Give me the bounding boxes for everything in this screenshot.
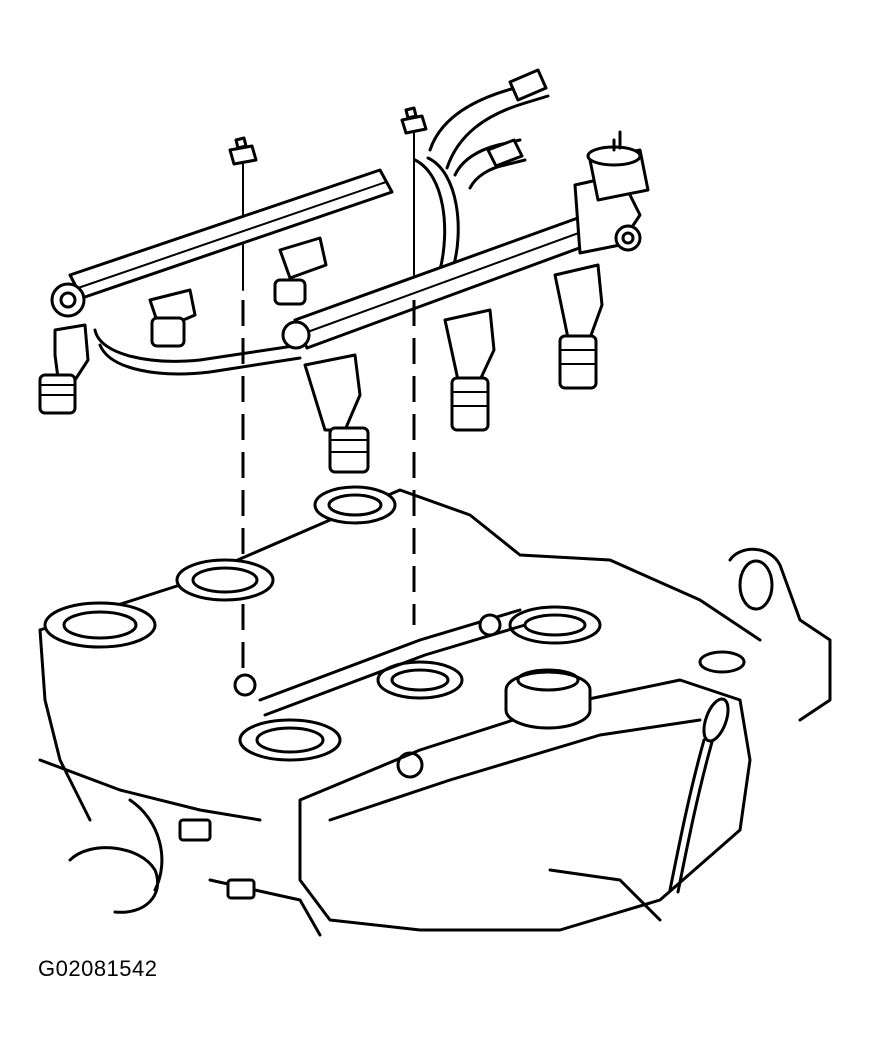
- engine-lift-bracket: [728, 547, 832, 722]
- fuel-lines: [428, 68, 550, 190]
- oil-filler-cap: [504, 650, 746, 730]
- fuel-crossover-tube: [93, 156, 460, 376]
- fuel-injector-6: [553, 263, 604, 390]
- fuel-pressure-regulator: [586, 130, 650, 202]
- engine-block-lower: [38, 758, 662, 937]
- fuel-injector-4: [303, 353, 370, 474]
- mounting-bolt-right: [400, 106, 428, 291]
- fuel-injector-2: [148, 288, 197, 348]
- fuel-injector-5: [443, 308, 496, 432]
- intake-manifold: [38, 485, 762, 822]
- fuel-rail-rear: [50, 168, 394, 318]
- figure-id-label: G02081542: [38, 956, 158, 981]
- fuel-rail-front: [281, 173, 642, 350]
- fuel-injector-3: [273, 236, 328, 306]
- oil-dipstick: [668, 697, 730, 894]
- fuel-injector-1: [38, 323, 90, 415]
- alignment-lines: [241, 300, 416, 680]
